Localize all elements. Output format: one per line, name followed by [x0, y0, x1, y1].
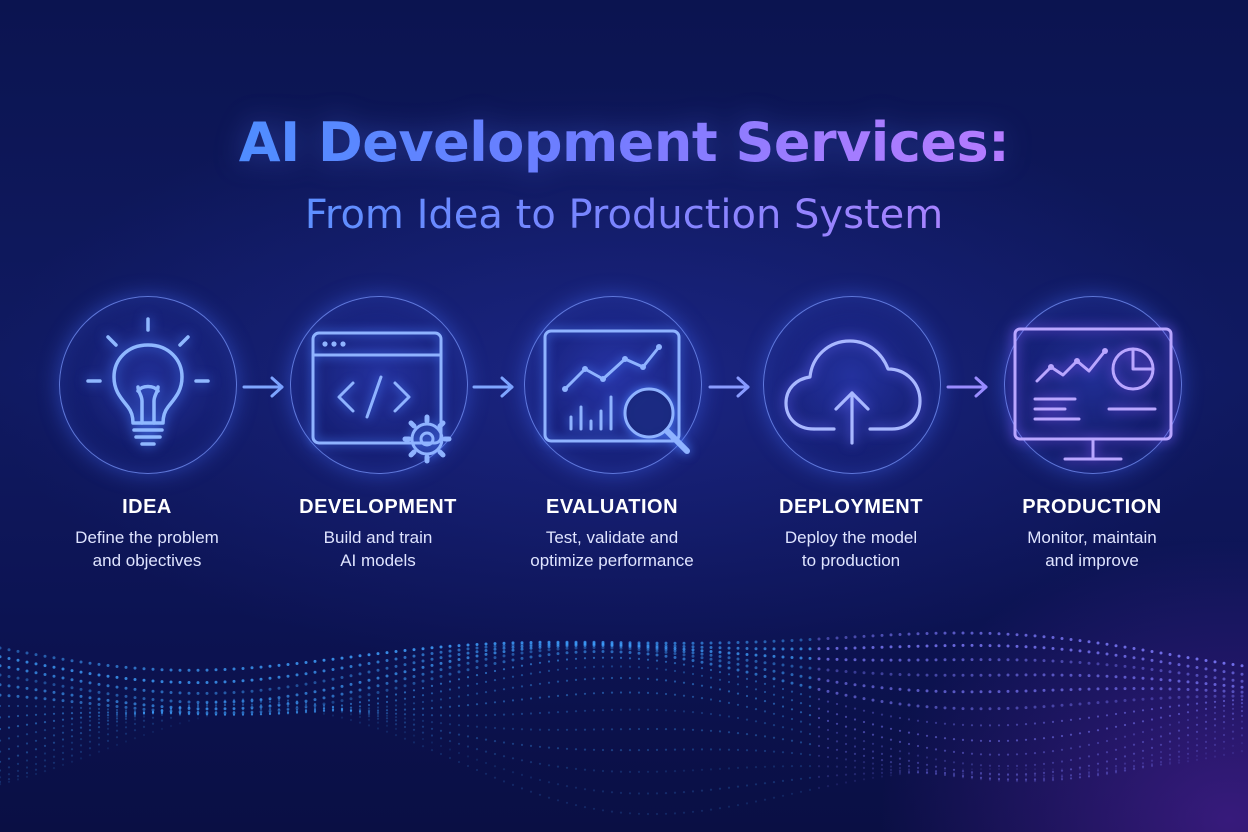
step-name: DEVELOPMENT — [299, 496, 457, 518]
wave-dots — [0, 631, 1244, 816]
title-block: AI Development Services: From Idea to Pr… — [0, 108, 1248, 242]
step-name: PRODUCTION — [1022, 496, 1162, 518]
step-desc-line: to production — [801, 551, 901, 570]
step-circle — [524, 296, 702, 474]
arrow-right-icon — [946, 376, 988, 398]
step-name: DEPLOYMENT — [779, 496, 923, 518]
arrow-right-icon — [472, 376, 514, 398]
cloud-upload-icon — [784, 339, 922, 445]
step-name: IDEA — [122, 496, 172, 518]
page-subtitle: From Idea to Production System — [305, 188, 943, 242]
chart-magnifier-icon — [543, 329, 690, 454]
step-desc-line: Monitor, maintain — [1027, 528, 1157, 547]
step-desc-line: and objectives — [92, 551, 202, 570]
step-desc-line: AI models — [340, 551, 416, 570]
arrow-right-icon — [708, 376, 750, 398]
step-desc-line: optimize performance — [530, 551, 694, 570]
step-circle — [59, 296, 237, 474]
page-title: AI Development Services: — [239, 108, 1010, 178]
step-desc-line: Define the problem — [75, 528, 219, 547]
monitor-dashboard-icon — [1013, 327, 1173, 461]
step-circle — [763, 296, 941, 474]
step-description: Build and train AI models — [263, 526, 493, 572]
dotted-wave-decoration — [0, 631, 1244, 816]
step-desc-line: and improve — [1045, 551, 1139, 570]
step-desc-line: Build and train — [323, 528, 433, 547]
lightbulb-icon — [86, 317, 210, 446]
step-description: Test, validate and optimize performance — [497, 526, 727, 572]
step-description: Monitor, maintain and improve — [977, 526, 1207, 572]
step-name: EVALUATION — [545, 496, 679, 518]
step-desc-line: Test, validate and — [545, 528, 679, 547]
step-circle — [290, 296, 468, 474]
code-window-gear-icon — [311, 331, 452, 464]
step-circle — [1004, 296, 1182, 474]
step-description: Deploy the model to production — [736, 526, 966, 572]
step-desc-line: Deploy the model — [784, 528, 918, 547]
arrow-right-icon — [242, 376, 284, 398]
step-description: Define the problem and objectives — [32, 526, 262, 572]
